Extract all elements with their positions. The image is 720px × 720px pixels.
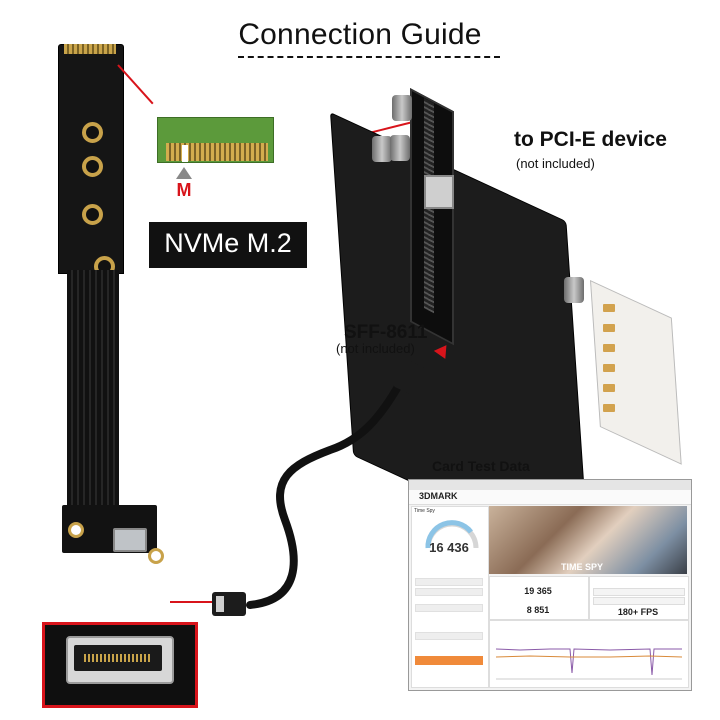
- pcie-device-note: (not included): [516, 156, 595, 171]
- monitoring-graph: [489, 620, 689, 688]
- system-info-row: [415, 578, 483, 586]
- result-row: [415, 604, 483, 612]
- test-name: Time Spy: [414, 508, 435, 514]
- run-button[interactable]: [415, 656, 483, 665]
- resolution-select[interactable]: [593, 597, 685, 605]
- estimated-fps: 180+ FPS: [617, 607, 659, 617]
- overall-score: 16 436: [429, 540, 469, 555]
- up-arrow-icon: [176, 167, 192, 179]
- mount-hole: [148, 548, 164, 564]
- mount-hole: [68, 522, 84, 538]
- leader-line: [170, 601, 212, 603]
- sff-label: SFF-8611: [344, 322, 428, 343]
- sff-port: [113, 528, 147, 552]
- capacitor: [564, 277, 584, 303]
- sff-socket: [424, 175, 454, 209]
- score-gauge-icon: [425, 520, 479, 549]
- subscore-panel: [489, 576, 589, 620]
- capacitor: [372, 136, 392, 162]
- power-pin: [603, 344, 615, 352]
- benchmark-hero-image: [489, 506, 687, 574]
- window-titlebar: [409, 480, 691, 490]
- power-pin: [603, 364, 615, 372]
- pcie-device-label: to PCI-E device: [514, 128, 667, 151]
- flat-ribbon-cable: [67, 270, 119, 510]
- sff-note: (not included): [336, 341, 415, 356]
- gpu-score: 19 365: [524, 586, 552, 596]
- nvme-label-box: [149, 222, 307, 268]
- option-row: [415, 632, 483, 640]
- mount-hole: [82, 156, 103, 177]
- power-pin: [603, 304, 615, 312]
- m-key-notch: [182, 145, 188, 162]
- benchmark-window: 3DMARK Time Spy 16 436 TIME SPY 19 365 8…: [408, 479, 692, 691]
- cpu-score: 8 851: [526, 605, 550, 615]
- app-logo: 3DMARK: [419, 491, 458, 501]
- page-title: Connection Guide: [238, 18, 482, 51]
- power-pin: [603, 324, 615, 332]
- power-pin: [603, 384, 615, 392]
- app-header: [409, 490, 691, 505]
- power-pin: [603, 404, 615, 412]
- game-select[interactable]: [593, 588, 685, 596]
- title-underline: [238, 56, 500, 58]
- system-info-row: [415, 588, 483, 596]
- mount-hole: [82, 204, 103, 225]
- m2-gold-fingers: [64, 44, 116, 54]
- m2-connector-gold-fingers: [166, 143, 268, 161]
- capacitor: [392, 95, 412, 121]
- hero-image-label: TIME SPY: [561, 562, 604, 572]
- socket-pins: [84, 654, 152, 662]
- m-key-label: M: [176, 180, 192, 200]
- graph-lines: [495, 648, 683, 680]
- card-test-title: Card Test Data: [432, 458, 530, 474]
- capacitor: [390, 135, 410, 161]
- mount-hole: [82, 122, 103, 143]
- nvme-label: NVMe M.2: [164, 228, 292, 258]
